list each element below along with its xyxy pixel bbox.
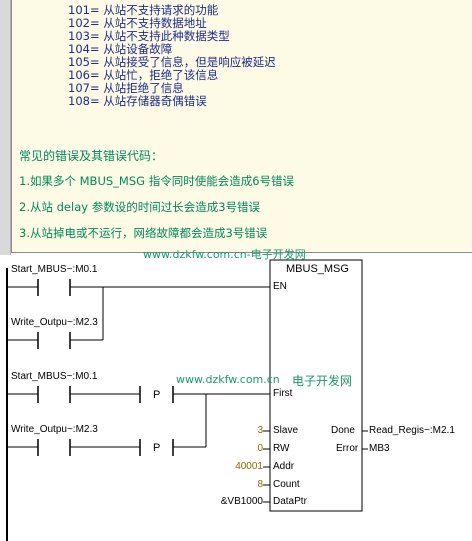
common-error-3: 3.从站掉电或不运行，网络故障都会造成3号错误 [19,226,268,240]
value-count: 8 [257,479,263,490]
left-margin-bar [0,0,11,255]
contact-label-write-output-2: Write_Outpu~:M2.3 [11,424,98,435]
contact-label-start-mbus-1: Start_MBUS~:M0.1 [11,264,98,275]
watermark-mid-url: www.dzkfw.com.cn [176,373,280,386]
value-dataptr: &VB1000 [220,496,263,507]
contact-label-start-mbus-2: Start_MBUS~:M0.1 [11,371,98,382]
pulse-label-2: P [153,442,161,454]
watermark-mid-text: 电子开发网 [292,374,353,388]
network-comment [11,0,472,253]
pin-error: Error [336,443,359,454]
error-code-107: 107= 从站拒绝了信息 [68,81,184,95]
watermark-top: www.dzkfw.com.cn-电子开发网 [143,248,306,261]
pin-first: First [273,388,293,399]
value-rw: 0 [257,443,263,454]
error-code-102: 102= 从站不支持数据地址 [68,16,207,30]
pin-count: Count [273,479,300,490]
value-slave: 3 [257,425,263,436]
common-error-2: 2.从站 delay 参数设的时间过长会造成3号错误 [19,200,261,214]
pin-done: Done [331,425,355,436]
error-code-103: 103= 从站不支持此种数据类型 [68,29,230,43]
output-done-operand: Read_Regis~:M2.1 [369,425,455,436]
mbus-msg-block [269,259,363,512]
pin-slave: Slave [273,425,299,436]
value-addr: 40001 [235,461,263,472]
pulse-label-1: P [153,389,161,401]
contact-label-write-output-1: Write_Outpu~:M2.3 [11,317,98,328]
error-code-108: 108= 从站存储器奇偶错误 [68,94,207,108]
pin-en: EN [273,281,287,292]
pin-rw: RW [273,443,290,454]
error-code-106: 106= 从站忙，拒绝了该信息 [68,68,219,82]
output-error-operand: MB3 [369,443,390,454]
error-code-101: 101= 从站不支持请求的功能 [68,3,219,17]
pin-dataptr: DataPtr [273,496,307,507]
error-code-105: 105= 从站接受了信息，但是响应被延迟 [68,55,276,69]
block-title: MBUS_MSG [286,263,349,275]
error-code-104: 104= 从站设备故障 [68,42,173,56]
common-error-1: 1.如果多个 MBUS_MSG 指令同时使能会造成6号错误 [19,174,295,188]
pin-addr: Addr [273,461,295,472]
common-errors-title: 常见的错误及其错误代码： [19,149,164,163]
